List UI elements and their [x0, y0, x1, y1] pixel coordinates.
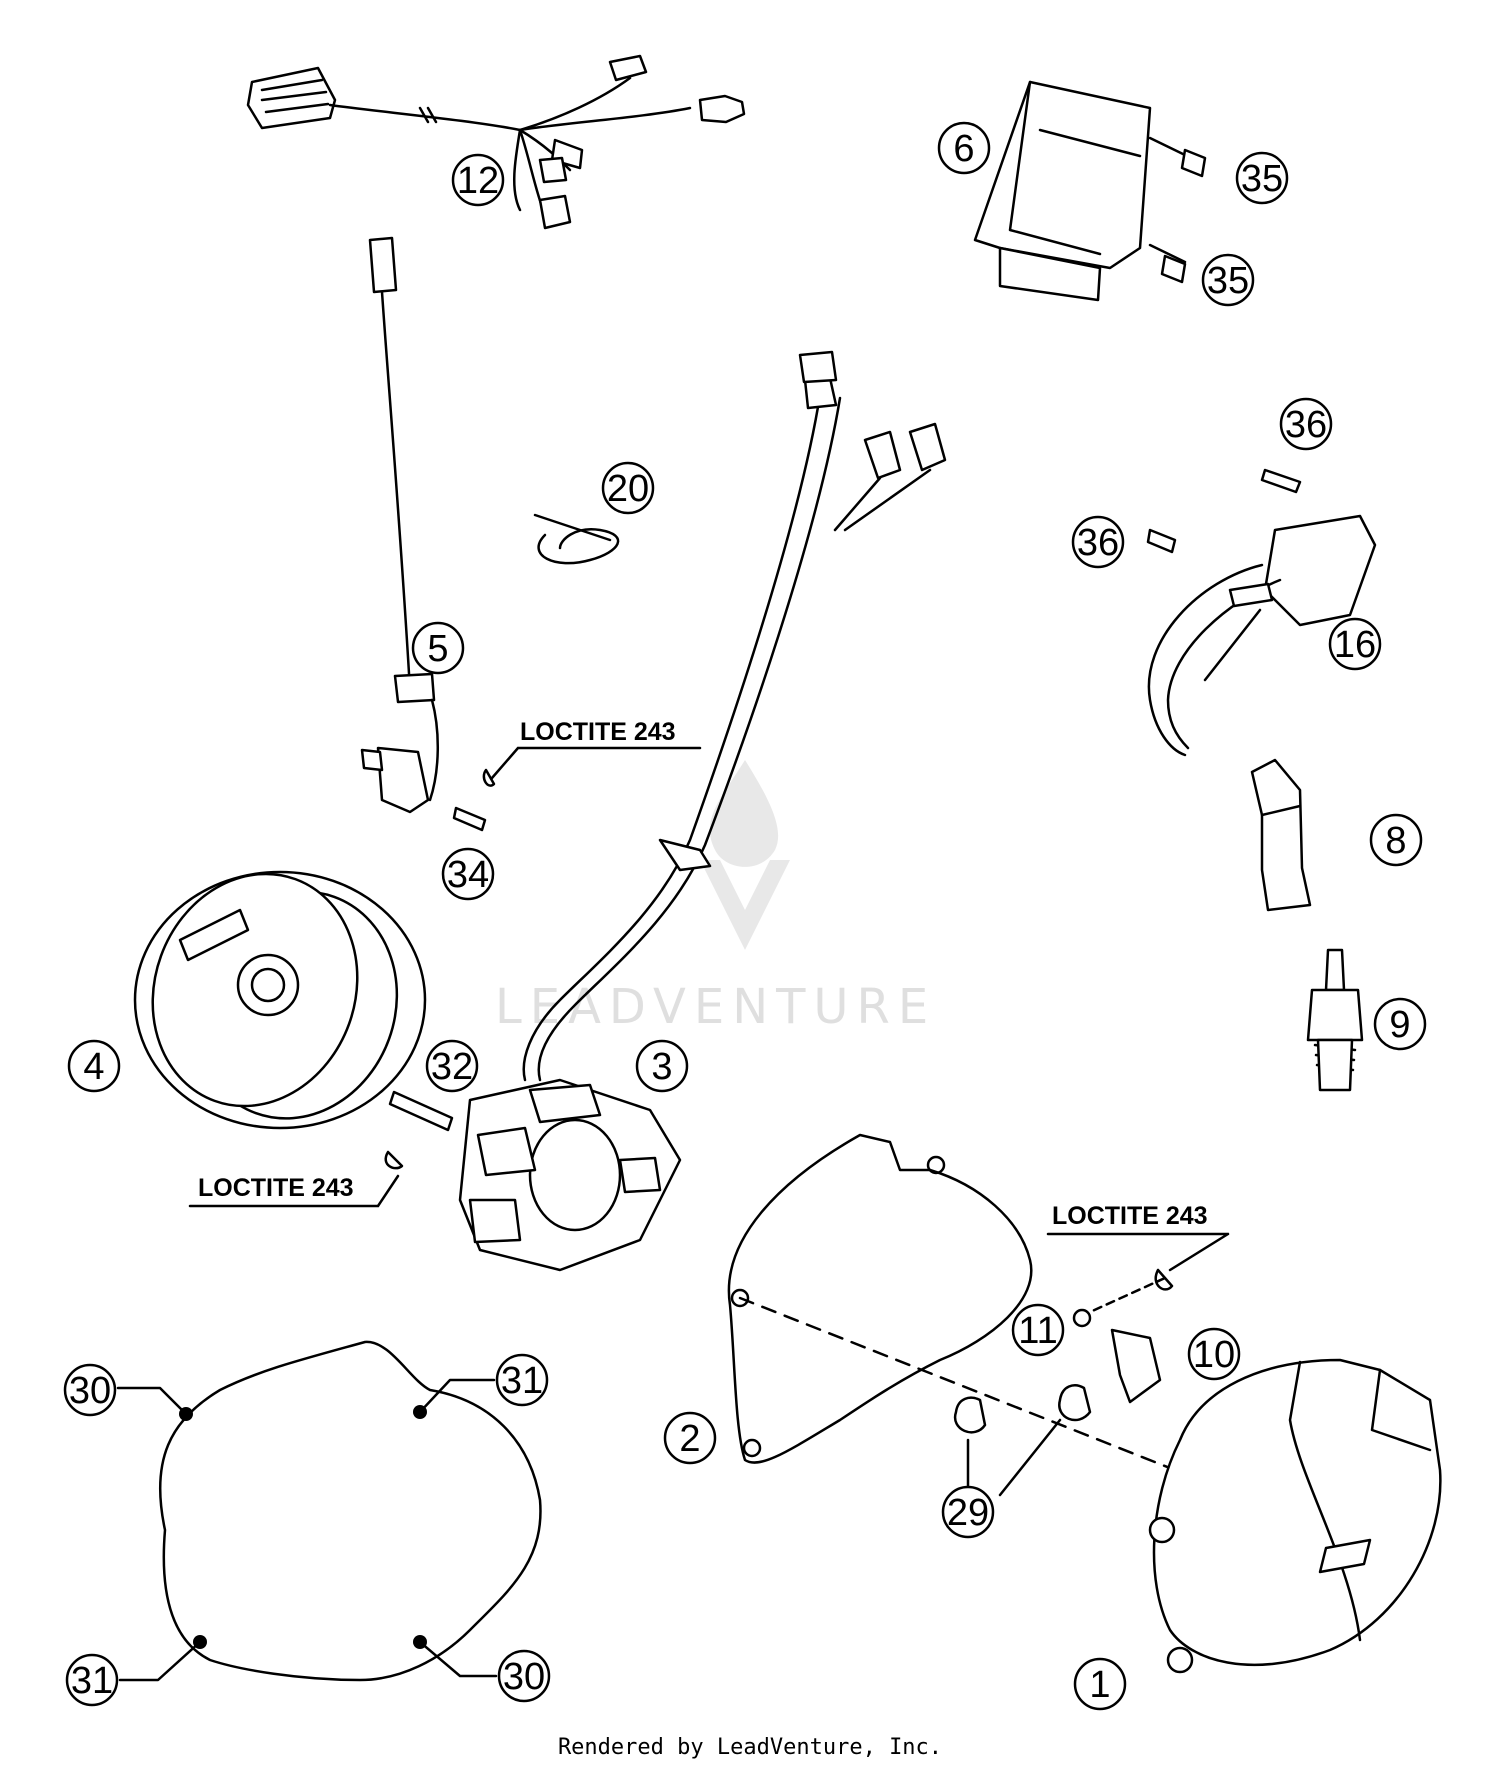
svg-text:31: 31 [71, 1660, 113, 1702]
svg-text:31: 31 [501, 1360, 543, 1402]
part-9-spark-plug[interactable] [1306, 948, 1364, 1092]
svg-text:1: 1 [1089, 1664, 1110, 1706]
loctite-note-2: LOCTITE 243 [188, 1174, 400, 1208]
callout-36b: 36 [1071, 515, 1125, 569]
callout-35b: 35 [1201, 253, 1255, 307]
loctite-note-1: LOCTITE 243 [490, 718, 702, 780]
svg-text:36: 36 [1285, 404, 1327, 446]
svg-text:4: 4 [83, 1046, 104, 1088]
callout-36a: 36 [1279, 397, 1333, 451]
callout-34: 34 [441, 847, 495, 901]
svg-text:2: 2 [679, 1418, 700, 1460]
callout-5: 5 [411, 621, 465, 675]
callout-9: 9 [1373, 997, 1427, 1051]
svg-text:16: 16 [1334, 624, 1376, 666]
callout-31b: 31 [65, 1653, 119, 1707]
callout-35a: 35 [1235, 151, 1289, 205]
svg-text:34: 34 [447, 854, 489, 896]
svg-text:5: 5 [427, 628, 448, 670]
svg-text:30: 30 [69, 1370, 111, 1412]
callout-11: 11 [1011, 1303, 1065, 1357]
part-20-cable-tie[interactable] [533, 513, 620, 565]
callout-6: 6 [937, 121, 991, 175]
part-2-cover-gasket[interactable] [727, 1133, 1182, 1474]
svg-text:11: 11 [1018, 1310, 1057, 1352]
watermark: LEADVENTURE [495, 760, 936, 1035]
svg-text:9: 9 [1389, 1004, 1410, 1046]
svg-text:32: 32 [431, 1046, 473, 1088]
svg-text:LOCTITE 243: LOCTITE 243 [520, 718, 676, 746]
callout-32: 32 [425, 1039, 479, 1093]
callout-8: 8 [1369, 813, 1423, 867]
part-5-pickup-sensor[interactable] [360, 236, 440, 814]
svg-text:20: 20 [607, 468, 649, 510]
part-16-ignition-coil[interactable] [1147, 514, 1377, 757]
watermark-v-icon [700, 860, 790, 950]
svg-text:30: 30 [503, 1656, 545, 1698]
part-12-wiring-harness[interactable] [246, 54, 746, 230]
part-8-spark-plug-cap[interactable] [1250, 758, 1312, 912]
callout-20: 20 [601, 461, 655, 515]
part-4-flywheel[interactable] [121, 845, 429, 1147]
svg-text:29: 29 [947, 1492, 989, 1534]
part-1-ignition-cover[interactable] [1148, 1358, 1442, 1674]
svg-text:LOCTITE 243: LOCTITE 243 [198, 1174, 354, 1202]
callout-16: 16 [1328, 617, 1382, 671]
part-29-dowels[interactable] [953, 1384, 1092, 1497]
svg-text:6: 6 [953, 128, 974, 170]
callout-circle [451, 153, 505, 207]
watermark-flame-icon [709, 760, 779, 867]
callout-1: 1 [1073, 1657, 1127, 1711]
part-30-31-gasket[interactable] [116, 1340, 542, 1682]
callout-4: 4 [67, 1039, 121, 1093]
loctite-note-3: LOCTITE 243 [1046, 1202, 1230, 1314]
svg-text:8: 8 [1385, 820, 1406, 862]
svg-text:35: 35 [1241, 158, 1283, 200]
footer-credit: Rendered by LeadVenture, Inc. [557, 1735, 943, 1760]
callout-30a: 30 [63, 1363, 117, 1417]
callout-number: 12 [457, 160, 499, 202]
part-36-bolts[interactable] [1146, 468, 1302, 554]
part-35-bolts[interactable] [1148, 136, 1207, 284]
part-6-cdi-unit[interactable] [973, 80, 1152, 302]
callout-10: 10 [1187, 1327, 1241, 1381]
callout-2: 2 [663, 1411, 717, 1465]
part-34-screw[interactable] [452, 768, 496, 832]
callout-30b: 30 [497, 1649, 551, 1703]
part-11-washer[interactable] [1072, 1308, 1092, 1328]
part-3-stator[interactable] [458, 350, 947, 1272]
svg-text:36: 36 [1077, 522, 1119, 564]
svg-text:LOCTITE 243: LOCTITE 243 [1052, 1202, 1208, 1230]
callout-12: 12 [451, 153, 505, 207]
svg-text:10: 10 [1193, 1334, 1235, 1376]
part-32-screw[interactable] [384, 1090, 454, 1170]
callout-29: 29 [941, 1485, 995, 1539]
part-10-clip[interactable] [1110, 1328, 1162, 1404]
watermark-text: LEADVENTURE [495, 979, 936, 1035]
svg-text:3: 3 [651, 1046, 672, 1088]
callout-3: 3 [635, 1039, 689, 1093]
svg-text:35: 35 [1207, 260, 1249, 302]
callout-31a: 31 [495, 1353, 549, 1407]
